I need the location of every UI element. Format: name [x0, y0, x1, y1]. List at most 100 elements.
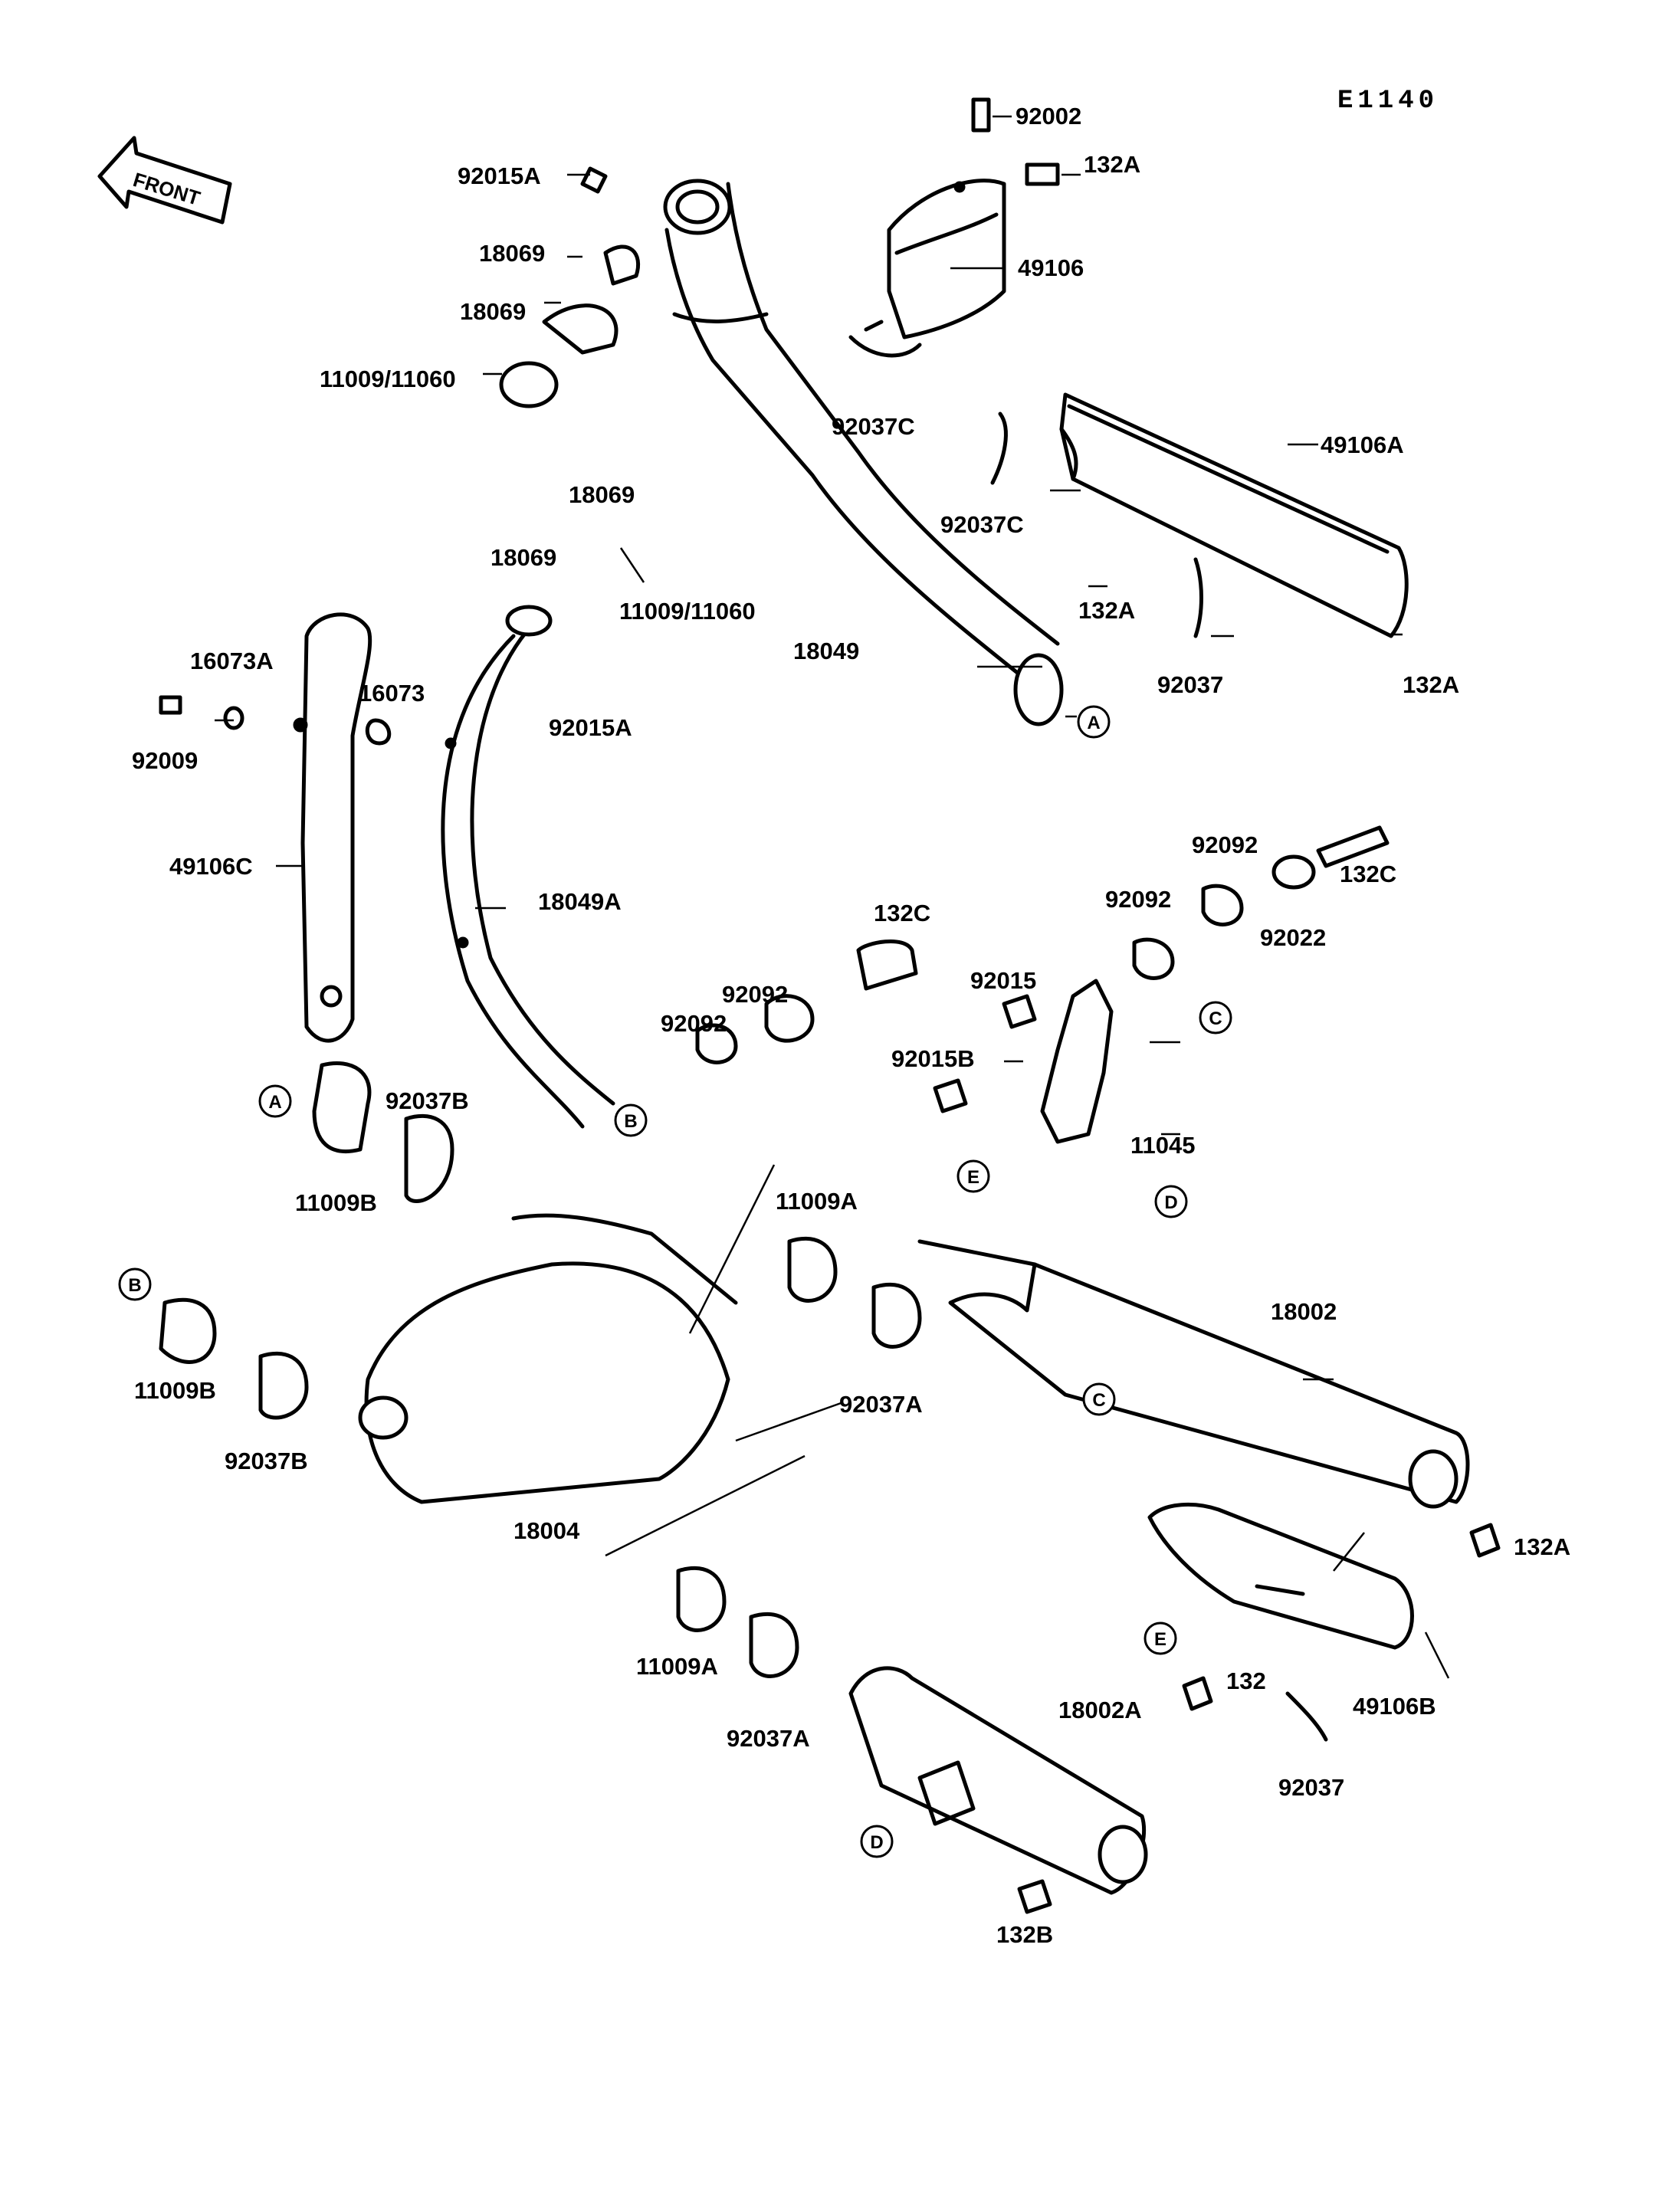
nut-92015a-top — [580, 166, 608, 194]
label-18049: 18049 — [793, 638, 859, 664]
label-11009b-top: 11009B — [295, 1189, 377, 1216]
svg-text:B: B — [128, 1275, 141, 1296]
damper-92092-d — [764, 994, 815, 1043]
label-18049a: 18049A — [538, 888, 622, 915]
svg-text:D: D — [1164, 1192, 1177, 1213]
svg-text:A: A — [1087, 713, 1100, 733]
flange-18069-b — [542, 303, 619, 355]
svg-text:C: C — [1209, 1008, 1222, 1029]
svg-text:E: E — [1154, 1629, 1166, 1650]
bolt-132b — [1017, 1879, 1052, 1914]
heat-shield-49106 — [848, 179, 1006, 358]
bolt-132c-right — [1316, 825, 1390, 868]
ref-d-bottom: D — [860, 1825, 894, 1858]
label-11009b-left: 11009B — [134, 1377, 216, 1404]
label-11045: 11045 — [1130, 1132, 1196, 1159]
label-49106c: 49106C — [169, 853, 253, 880]
label-132a-right: 132A — [1403, 671, 1459, 698]
clamp-92037a-top — [871, 1282, 922, 1349]
label-92037b-left: 92037B — [225, 1448, 308, 1474]
bracket-49106c — [293, 612, 372, 1043]
svg-text:E: E — [967, 1167, 979, 1188]
label-132a-top: 132A — [1084, 151, 1140, 178]
silencer-18002a — [848, 1666, 1148, 1895]
label-49106b: 49106B — [1353, 1693, 1436, 1720]
diagram-code: E1140 — [1337, 87, 1439, 116]
label-92092-d: 92092 — [661, 1010, 727, 1037]
bolt-132a-top — [1025, 162, 1060, 186]
label-92092-c: 92092 — [722, 981, 788, 1008]
heat-shield-49106a — [1059, 392, 1409, 638]
svg-text:A: A — [268, 1092, 281, 1113]
label-132: 132 — [1226, 1667, 1266, 1694]
ref-e-top: E — [956, 1159, 990, 1193]
damper-92092-b — [1132, 937, 1175, 980]
svg-text:D: D — [870, 1832, 883, 1853]
clamp-92037a-bottom — [749, 1612, 799, 1678]
label-11009-11060-mid: 11009/11060 — [619, 598, 756, 625]
washer-92022 — [1271, 854, 1316, 890]
label-18002a: 18002A — [1058, 1697, 1142, 1723]
ref-a-top: A — [1077, 705, 1111, 739]
ref-c-top: C — [1199, 1001, 1232, 1035]
clamp-92037-bottom — [1285, 1691, 1328, 1742]
label-92037b-top: 92037B — [386, 1087, 469, 1114]
label-18069-b: 18069 — [460, 298, 526, 325]
bolt-132 — [1182, 1676, 1213, 1711]
ref-d-top: D — [1154, 1185, 1188, 1218]
label-92037a-top: 92037A — [839, 1391, 923, 1418]
label-92037c-mid: 92037C — [940, 511, 1024, 538]
clamp-92037b-top — [404, 1113, 454, 1203]
bolt-92002 — [971, 97, 991, 133]
label-18069-a: 18069 — [479, 240, 545, 267]
damper-92092-a — [1201, 884, 1244, 926]
collar-11009a-bottom — [676, 1566, 727, 1632]
label-11009-11060-top: 11009/11060 — [320, 366, 456, 392]
ref-b-left: B — [118, 1267, 152, 1301]
washer-16073a — [223, 706, 244, 730]
label-18002: 18002 — [1271, 1298, 1337, 1325]
exhaust-pipe-18049 — [663, 179, 1064, 726]
bolt-132a-bottom — [1469, 1523, 1501, 1558]
collar-11009b-top — [312, 1061, 372, 1154]
flange-18069-a — [603, 244, 641, 286]
label-18069-d: 18069 — [491, 544, 556, 571]
exhaust-pipe-18049a — [441, 605, 615, 1129]
label-92015: 92015 — [970, 967, 1036, 994]
clamp-92037c-mid — [990, 412, 1008, 485]
label-16073: 16073 — [359, 680, 425, 707]
label-18069-c: 18069 — [569, 481, 635, 508]
damper-92092-c — [695, 1023, 738, 1064]
label-92002: 92002 — [1016, 103, 1081, 130]
nut-92015b — [933, 1078, 968, 1113]
collar-11009a-top — [787, 1236, 838, 1303]
gasket-11009-top — [499, 361, 559, 408]
label-11009a-bottom: 11009A — [636, 1653, 718, 1680]
nut-92015 — [1002, 994, 1037, 1029]
label-92037a-bottom: 92037A — [727, 1725, 810, 1752]
label-92022: 92022 — [1260, 924, 1326, 951]
label-132b: 132B — [996, 1921, 1053, 1948]
front-arrow-icon: FRONT — [97, 136, 232, 225]
label-132c-right: 132C — [1340, 861, 1396, 887]
label-92015a-mid: 92015A — [549, 714, 632, 741]
label-92092-b: 92092 — [1105, 886, 1171, 913]
label-92037-bottom: 92037 — [1278, 1774, 1344, 1801]
muffler-18004 — [358, 1213, 738, 1504]
label-92015b: 92015B — [891, 1045, 975, 1072]
label-132a-mid: 132A — [1078, 597, 1135, 624]
ref-b-top: B — [614, 1103, 648, 1137]
label-18004: 18004 — [514, 1517, 580, 1544]
ref-a-left: A — [258, 1084, 292, 1118]
svg-text:B: B — [624, 1111, 637, 1132]
clamp-92037b-left — [258, 1351, 309, 1420]
heat-shield-49106b — [1147, 1502, 1414, 1650]
leader-lines — [215, 115, 1450, 1679]
svg-text:C: C — [1092, 1390, 1105, 1411]
label-132a-bottom: 132A — [1514, 1533, 1570, 1560]
label-49106: 49106 — [1018, 254, 1084, 281]
bolt-132c-mid — [856, 939, 918, 991]
silencer-18002 — [917, 1239, 1470, 1509]
ref-e-mid: E — [1144, 1622, 1177, 1655]
bracket-11045 — [1040, 979, 1114, 1144]
